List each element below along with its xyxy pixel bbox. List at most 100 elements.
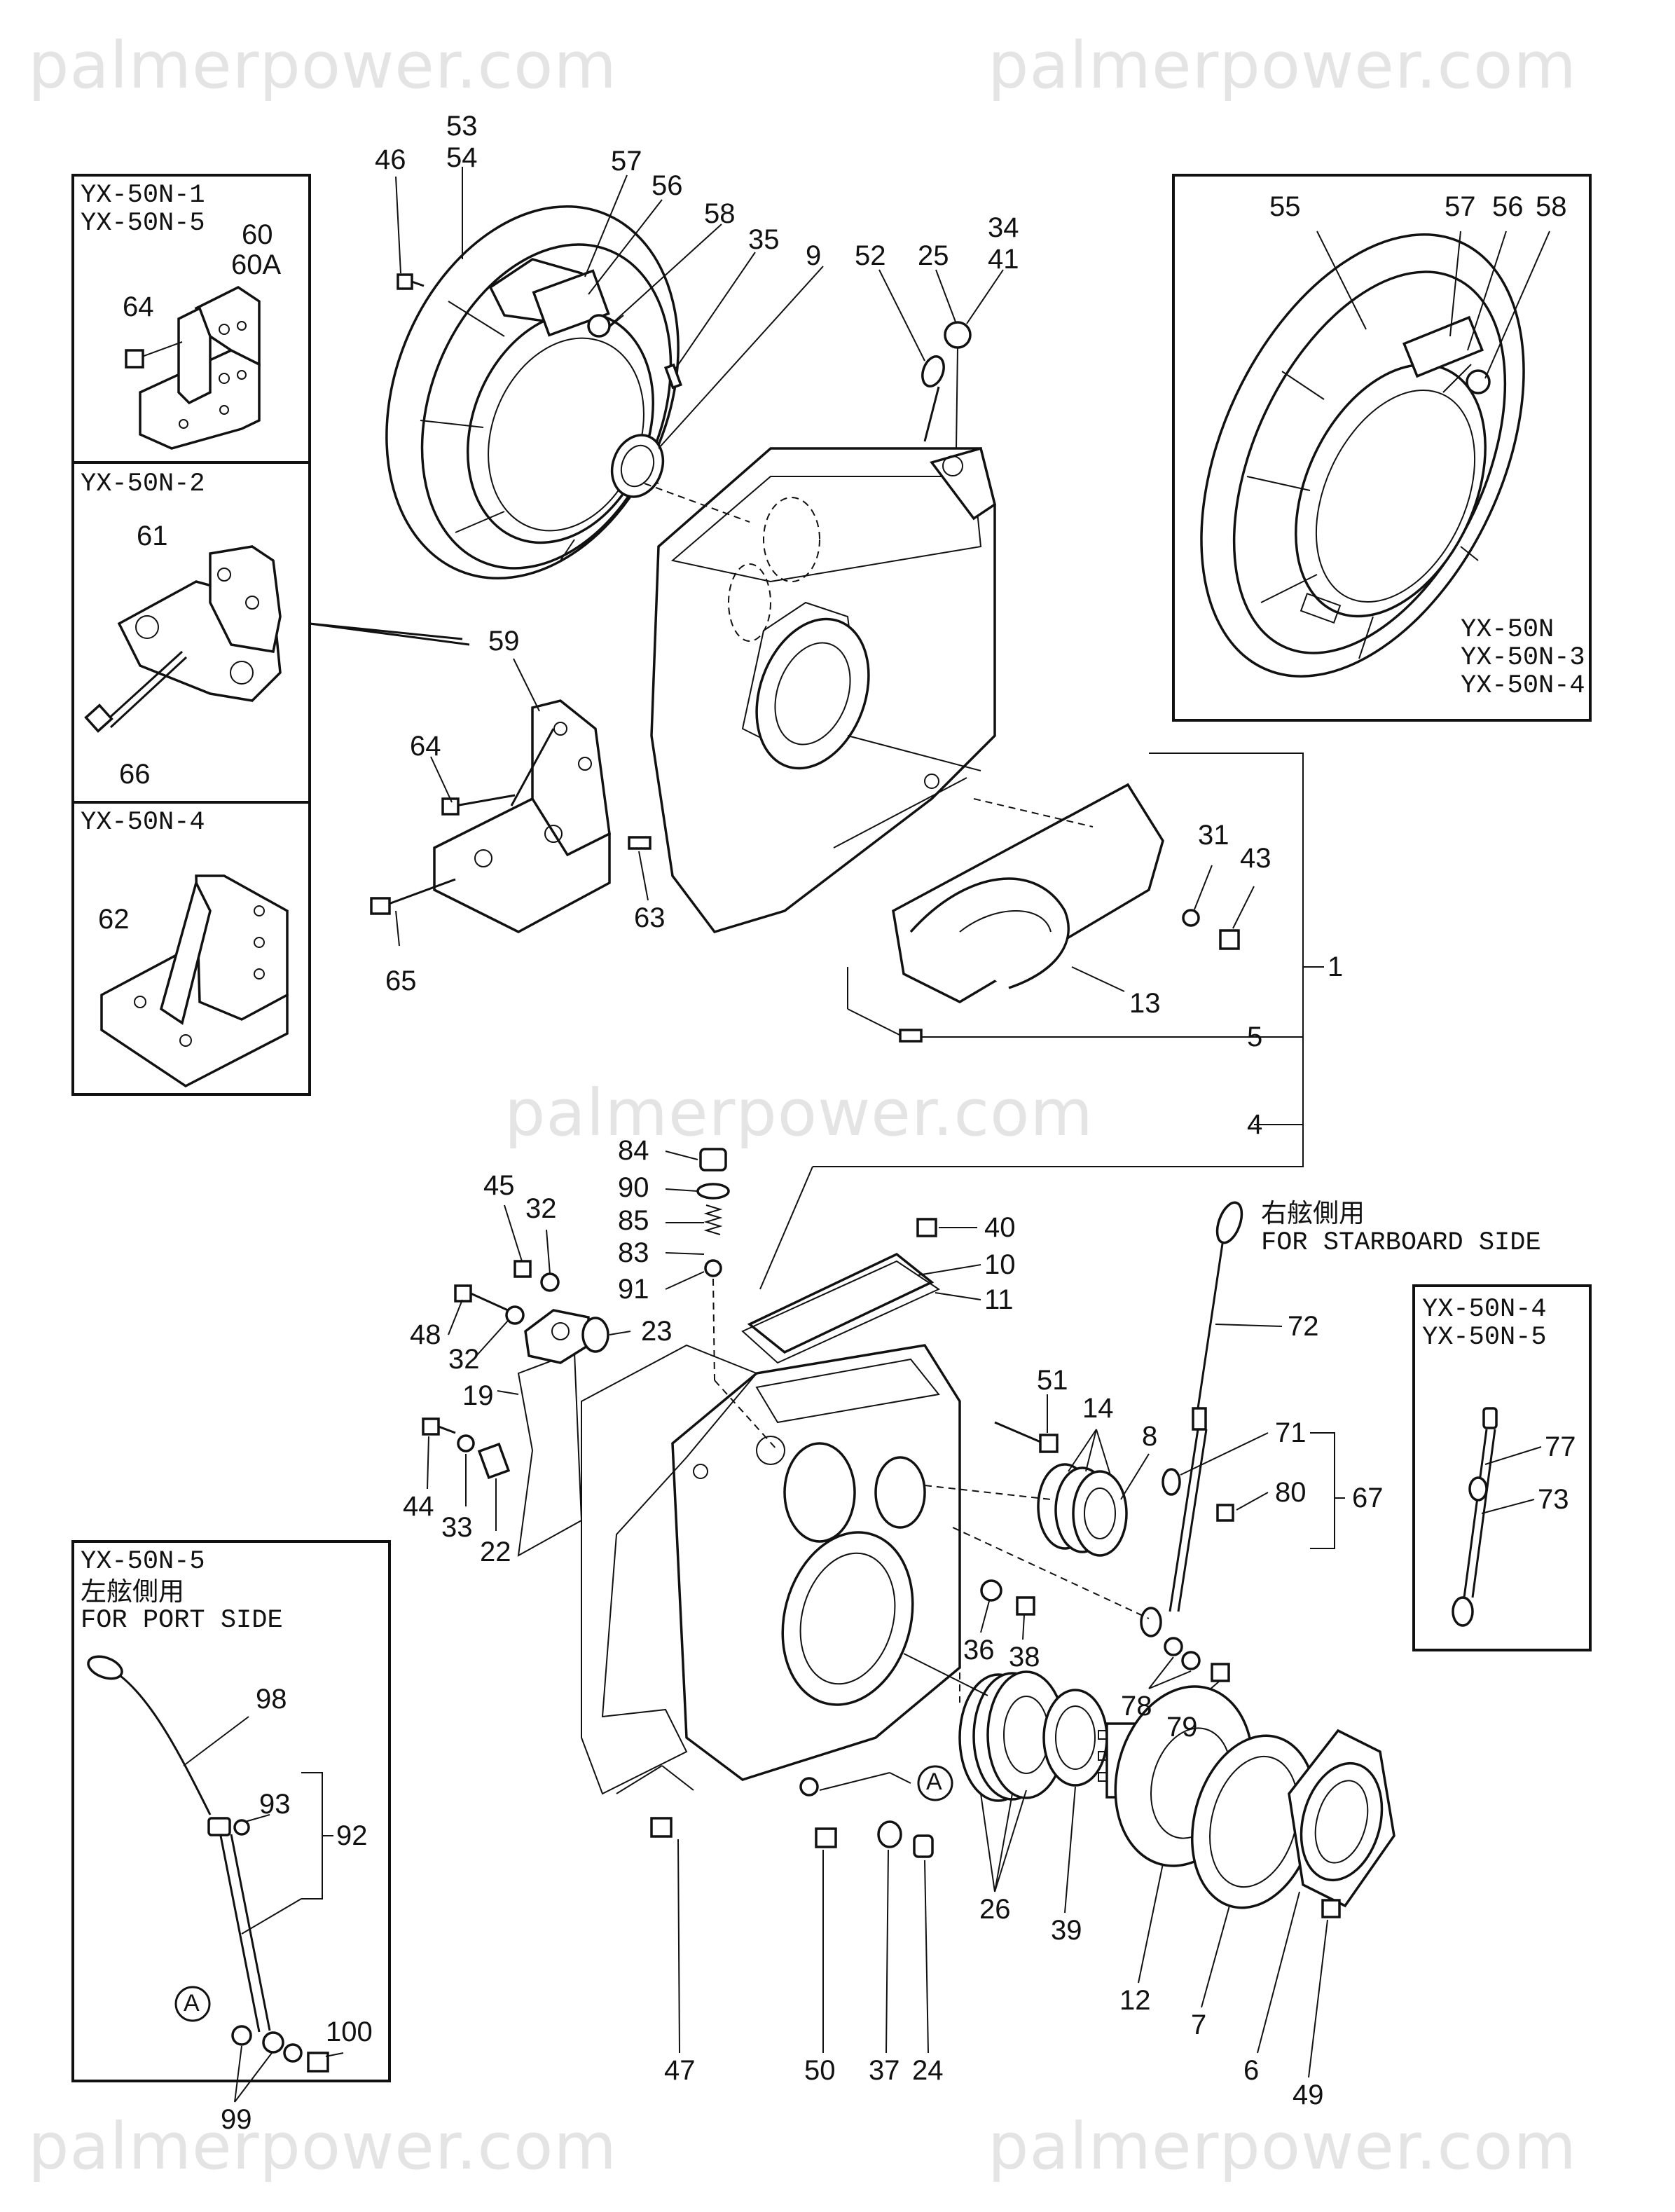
callout-71: 71	[1275, 1417, 1307, 1448]
callout-4: 4	[1247, 1109, 1263, 1140]
callout-44: 44	[403, 1491, 434, 1522]
callout-9: 9	[806, 240, 822, 271]
callout-56a: 56	[652, 170, 683, 201]
starboard-side-en-label: FOR STARBOARD SIDE	[1261, 1228, 1541, 1258]
callout-36: 36	[963, 1635, 995, 1665]
callout-85: 85	[618, 1205, 649, 1236]
bracket-62-drawing	[100, 874, 289, 1088]
callout-100: 100	[326, 2017, 373, 2047]
callout-10: 10	[984, 1249, 1016, 1280]
ref-circle-a-port	[174, 1986, 211, 2022]
callout-60: 60	[242, 219, 273, 250]
callout-11: 11	[984, 1284, 1014, 1315]
seal-39	[1042, 1689, 1108, 1787]
callout-38: 38	[1009, 1642, 1040, 1672]
variant-label-yx50n-5-dipstick: YX-50N-5	[1422, 1323, 1547, 1352]
callout-37: 37	[869, 2055, 900, 2086]
variant-label-yx50n-4-dipstick: YX-50N-4	[1422, 1295, 1547, 1324]
bolt-44	[422, 1417, 440, 1436]
bolt-51	[1039, 1434, 1059, 1453]
bolt-43	[1219, 929, 1240, 950]
flywheel-housing-drawing	[385, 205, 680, 579]
bracket-61-drawing	[84, 545, 282, 733]
washer-33	[457, 1434, 475, 1452]
callout-77: 77	[1545, 1431, 1576, 1462]
callout-56b: 56	[1492, 191, 1524, 222]
callout-57a: 57	[611, 146, 642, 177]
variant-label-yx50n: YX-50N	[1461, 615, 1555, 645]
plug-38	[1016, 1596, 1035, 1616]
callout-59: 59	[488, 626, 520, 657]
bolt-65	[370, 897, 391, 915]
bolt-79	[1211, 1663, 1230, 1682]
callout-80: 80	[1275, 1477, 1307, 1508]
washer-36	[980, 1579, 1002, 1602]
variant-label-yx50n-4-flywheel: YX-50N-4	[1461, 671, 1585, 701]
pin-5	[899, 1029, 923, 1043]
callout-32a: 32	[525, 1193, 557, 1224]
ball-91	[704, 1259, 722, 1277]
callout-84: 84	[618, 1135, 649, 1166]
callout-46: 46	[375, 144, 406, 175]
callout-72: 72	[1288, 1311, 1319, 1342]
callout-90: 90	[618, 1172, 649, 1203]
plug-24	[913, 1834, 934, 1858]
washer-78b	[1181, 1651, 1201, 1670]
callout-7: 7	[1191, 2010, 1207, 2040]
callout-ref-a-port: A	[184, 1990, 200, 2017]
bracket-59-drawing	[433, 699, 611, 933]
callout-79: 79	[1166, 1712, 1198, 1743]
starboard-side-jp-label: 右舷側用	[1261, 1198, 1365, 1228]
callout-32b: 32	[448, 1344, 480, 1375]
clip-22	[477, 1442, 511, 1480]
callout-22: 22	[480, 1537, 511, 1567]
elbow-23-drawing	[524, 1309, 609, 1364]
port-side-jp-label: 左舷側用	[81, 1576, 184, 1607]
washer-90	[696, 1183, 730, 1200]
callout-13: 13	[1129, 988, 1161, 1019]
callout-19: 19	[462, 1380, 494, 1411]
callout-64b: 64	[410, 731, 441, 762]
callout-49: 49	[1293, 2080, 1324, 2110]
washer-37	[877, 1820, 902, 1848]
bolt-100	[307, 2052, 329, 2073]
callout-53: 53	[446, 111, 478, 142]
watermark-bottom-right: palmerpower.com	[988, 2109, 1578, 2184]
callout-35: 35	[748, 224, 780, 255]
bolt-50	[815, 1827, 837, 1848]
ref-circle-a-main	[917, 1765, 953, 1801]
variant-box-left-frame	[71, 174, 311, 1096]
callout-ref-a-main: A	[926, 1768, 942, 1795]
callout-12: 12	[1119, 1985, 1151, 2016]
bolt-64	[441, 797, 460, 816]
washer-a	[799, 1777, 819, 1797]
callout-54: 54	[446, 142, 478, 173]
callout-67: 67	[1352, 1483, 1384, 1513]
dipstick-72-drawing	[1192, 1201, 1243, 1431]
washer-32b	[505, 1305, 525, 1325]
washer-31	[1182, 909, 1200, 927]
bearing-14-drawing	[1037, 1463, 1128, 1557]
watermark-bottom-left: palmerpower.com	[28, 2109, 618, 2184]
watermark-top-left: palmerpower.com	[28, 28, 618, 103]
callout-45: 45	[483, 1170, 515, 1201]
callout-60a: 60A	[231, 249, 282, 280]
callout-57b: 57	[1445, 191, 1476, 222]
callout-14: 14	[1082, 1393, 1114, 1424]
guide-pipe-71-drawing	[1140, 1429, 1208, 1637]
callout-25: 25	[918, 240, 949, 271]
callout-26: 26	[979, 1894, 1011, 1925]
spring-85	[703, 1204, 723, 1235]
callout-91: 91	[618, 1274, 649, 1305]
callout-33: 33	[441, 1512, 473, 1543]
callout-98: 98	[256, 1684, 287, 1715]
cover-6-drawing	[1288, 1729, 1395, 1908]
callout-50: 50	[804, 2055, 836, 2086]
callout-99: 99	[221, 2104, 252, 2135]
callout-93: 93	[259, 1789, 291, 1820]
bolt-48	[454, 1284, 472, 1303]
callout-61: 61	[137, 521, 168, 551]
callout-24: 24	[912, 2055, 944, 2086]
